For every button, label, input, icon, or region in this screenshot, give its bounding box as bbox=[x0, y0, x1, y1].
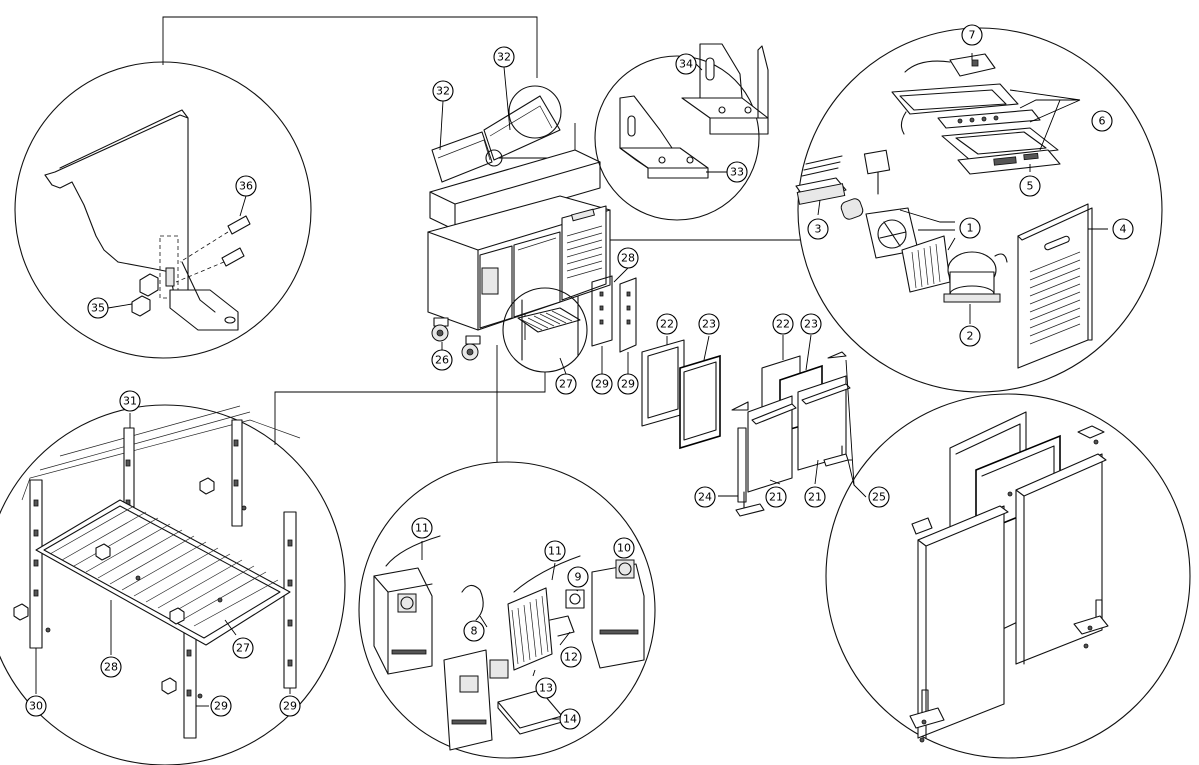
callout-12: 12 bbox=[560, 646, 582, 668]
main-refrigerated-counter bbox=[427, 85, 637, 373]
callout-22-b: 22 bbox=[772, 313, 794, 335]
svg-text:6: 6 bbox=[1099, 115, 1106, 128]
svg-text:31: 31 bbox=[123, 395, 137, 408]
callout-23-b: 23 bbox=[800, 313, 822, 335]
svg-text:27: 27 bbox=[559, 378, 573, 391]
callout-10: 10 bbox=[613, 537, 635, 559]
callout-32-b: 32 bbox=[493, 46, 515, 68]
callout-4: 4 bbox=[1112, 218, 1134, 240]
svg-text:4: 4 bbox=[1120, 223, 1127, 236]
svg-text:21: 21 bbox=[769, 491, 783, 504]
svg-text:1: 1 bbox=[967, 222, 974, 235]
callout-2: 2 bbox=[959, 325, 981, 347]
callout-11-b: 11 bbox=[544, 540, 566, 562]
svg-text:30: 30 bbox=[29, 700, 43, 713]
svg-text:32: 32 bbox=[497, 51, 511, 64]
svg-text:29: 29 bbox=[595, 378, 609, 391]
callout-34: 34 bbox=[675, 53, 697, 75]
callout-1: 1 bbox=[959, 217, 981, 239]
callout-5: 5 bbox=[1019, 175, 1041, 197]
callout-22-a: 22 bbox=[656, 313, 678, 335]
callout-29-b: 29 bbox=[617, 373, 639, 395]
svg-text:9: 9 bbox=[575, 571, 582, 584]
callout-11-a: 11 bbox=[411, 517, 433, 539]
svg-text:28: 28 bbox=[104, 661, 118, 674]
svg-text:29: 29 bbox=[621, 378, 635, 391]
svg-text:24: 24 bbox=[698, 491, 712, 504]
svg-text:34: 34 bbox=[679, 58, 693, 71]
svg-text:14: 14 bbox=[563, 713, 577, 726]
callout-7: 7 bbox=[961, 24, 983, 46]
callout-30: 30 bbox=[25, 695, 47, 717]
svg-text:33: 33 bbox=[730, 166, 744, 179]
svg-text:23: 23 bbox=[702, 318, 716, 331]
callout-32-a: 32 bbox=[432, 80, 454, 102]
svg-text:32: 32 bbox=[436, 85, 450, 98]
svg-text:22: 22 bbox=[776, 318, 790, 331]
svg-text:23: 23 bbox=[804, 318, 818, 331]
svg-text:21: 21 bbox=[808, 491, 822, 504]
svg-text:22: 22 bbox=[660, 318, 674, 331]
callout-6: 6 bbox=[1091, 110, 1113, 132]
svg-text:35: 35 bbox=[91, 302, 105, 315]
detail-shelf-brackets bbox=[594, 43, 769, 221]
detail-hinge-bracket bbox=[14, 61, 312, 359]
svg-text:10: 10 bbox=[617, 542, 631, 555]
svg-text:28: 28 bbox=[621, 252, 635, 265]
callout-9: 9 bbox=[567, 566, 589, 588]
svg-text:36: 36 bbox=[239, 180, 253, 193]
svg-text:3: 3 bbox=[815, 223, 822, 236]
callout-8: 8 bbox=[463, 620, 485, 642]
callout-27-b: 27 bbox=[232, 637, 254, 659]
svg-text:2: 2 bbox=[967, 330, 974, 343]
svg-text:13: 13 bbox=[539, 682, 553, 695]
svg-text:7: 7 bbox=[969, 29, 976, 42]
callout-29-d: 29 bbox=[279, 695, 301, 717]
callout-27-a: 27 bbox=[555, 373, 577, 395]
detail-door-installation bbox=[825, 393, 1191, 759]
svg-text:25: 25 bbox=[872, 491, 886, 504]
callout-33: 33 bbox=[726, 161, 748, 183]
callout-29-a: 29 bbox=[591, 373, 613, 395]
callout-23-a: 23 bbox=[698, 313, 720, 335]
callout-25: 25 bbox=[868, 486, 890, 508]
callout-3: 3 bbox=[807, 218, 829, 240]
callout-13: 13 bbox=[535, 677, 557, 699]
svg-text:8: 8 bbox=[471, 625, 478, 638]
detail-refrigeration-unit bbox=[795, 27, 1163, 393]
svg-text:27: 27 bbox=[236, 642, 250, 655]
callout-21-a: 21 bbox=[765, 486, 787, 508]
callout-36: 36 bbox=[235, 175, 257, 197]
callout-14: 14 bbox=[559, 708, 581, 730]
svg-text:26: 26 bbox=[435, 354, 449, 367]
svg-text:5: 5 bbox=[1027, 180, 1034, 193]
callout-31: 31 bbox=[119, 390, 141, 412]
callout-21-b: 21 bbox=[804, 486, 826, 508]
svg-text:11: 11 bbox=[415, 522, 429, 535]
detail-wire-shelf bbox=[0, 404, 346, 765]
callout-24: 24 bbox=[694, 486, 716, 508]
callout-26: 26 bbox=[431, 349, 453, 371]
svg-text:11: 11 bbox=[548, 545, 562, 558]
callout-29-c: 29 bbox=[210, 695, 232, 717]
svg-text:29: 29 bbox=[214, 700, 228, 713]
svg-text:29: 29 bbox=[283, 700, 297, 713]
svg-text:12: 12 bbox=[564, 651, 578, 664]
callout-28-b: 28 bbox=[100, 656, 122, 678]
callout-35: 35 bbox=[87, 297, 109, 319]
doors-exploded-view bbox=[641, 334, 867, 517]
detail-evaporator-assembly bbox=[358, 461, 656, 759]
callout-28-a: 28 bbox=[617, 247, 639, 269]
